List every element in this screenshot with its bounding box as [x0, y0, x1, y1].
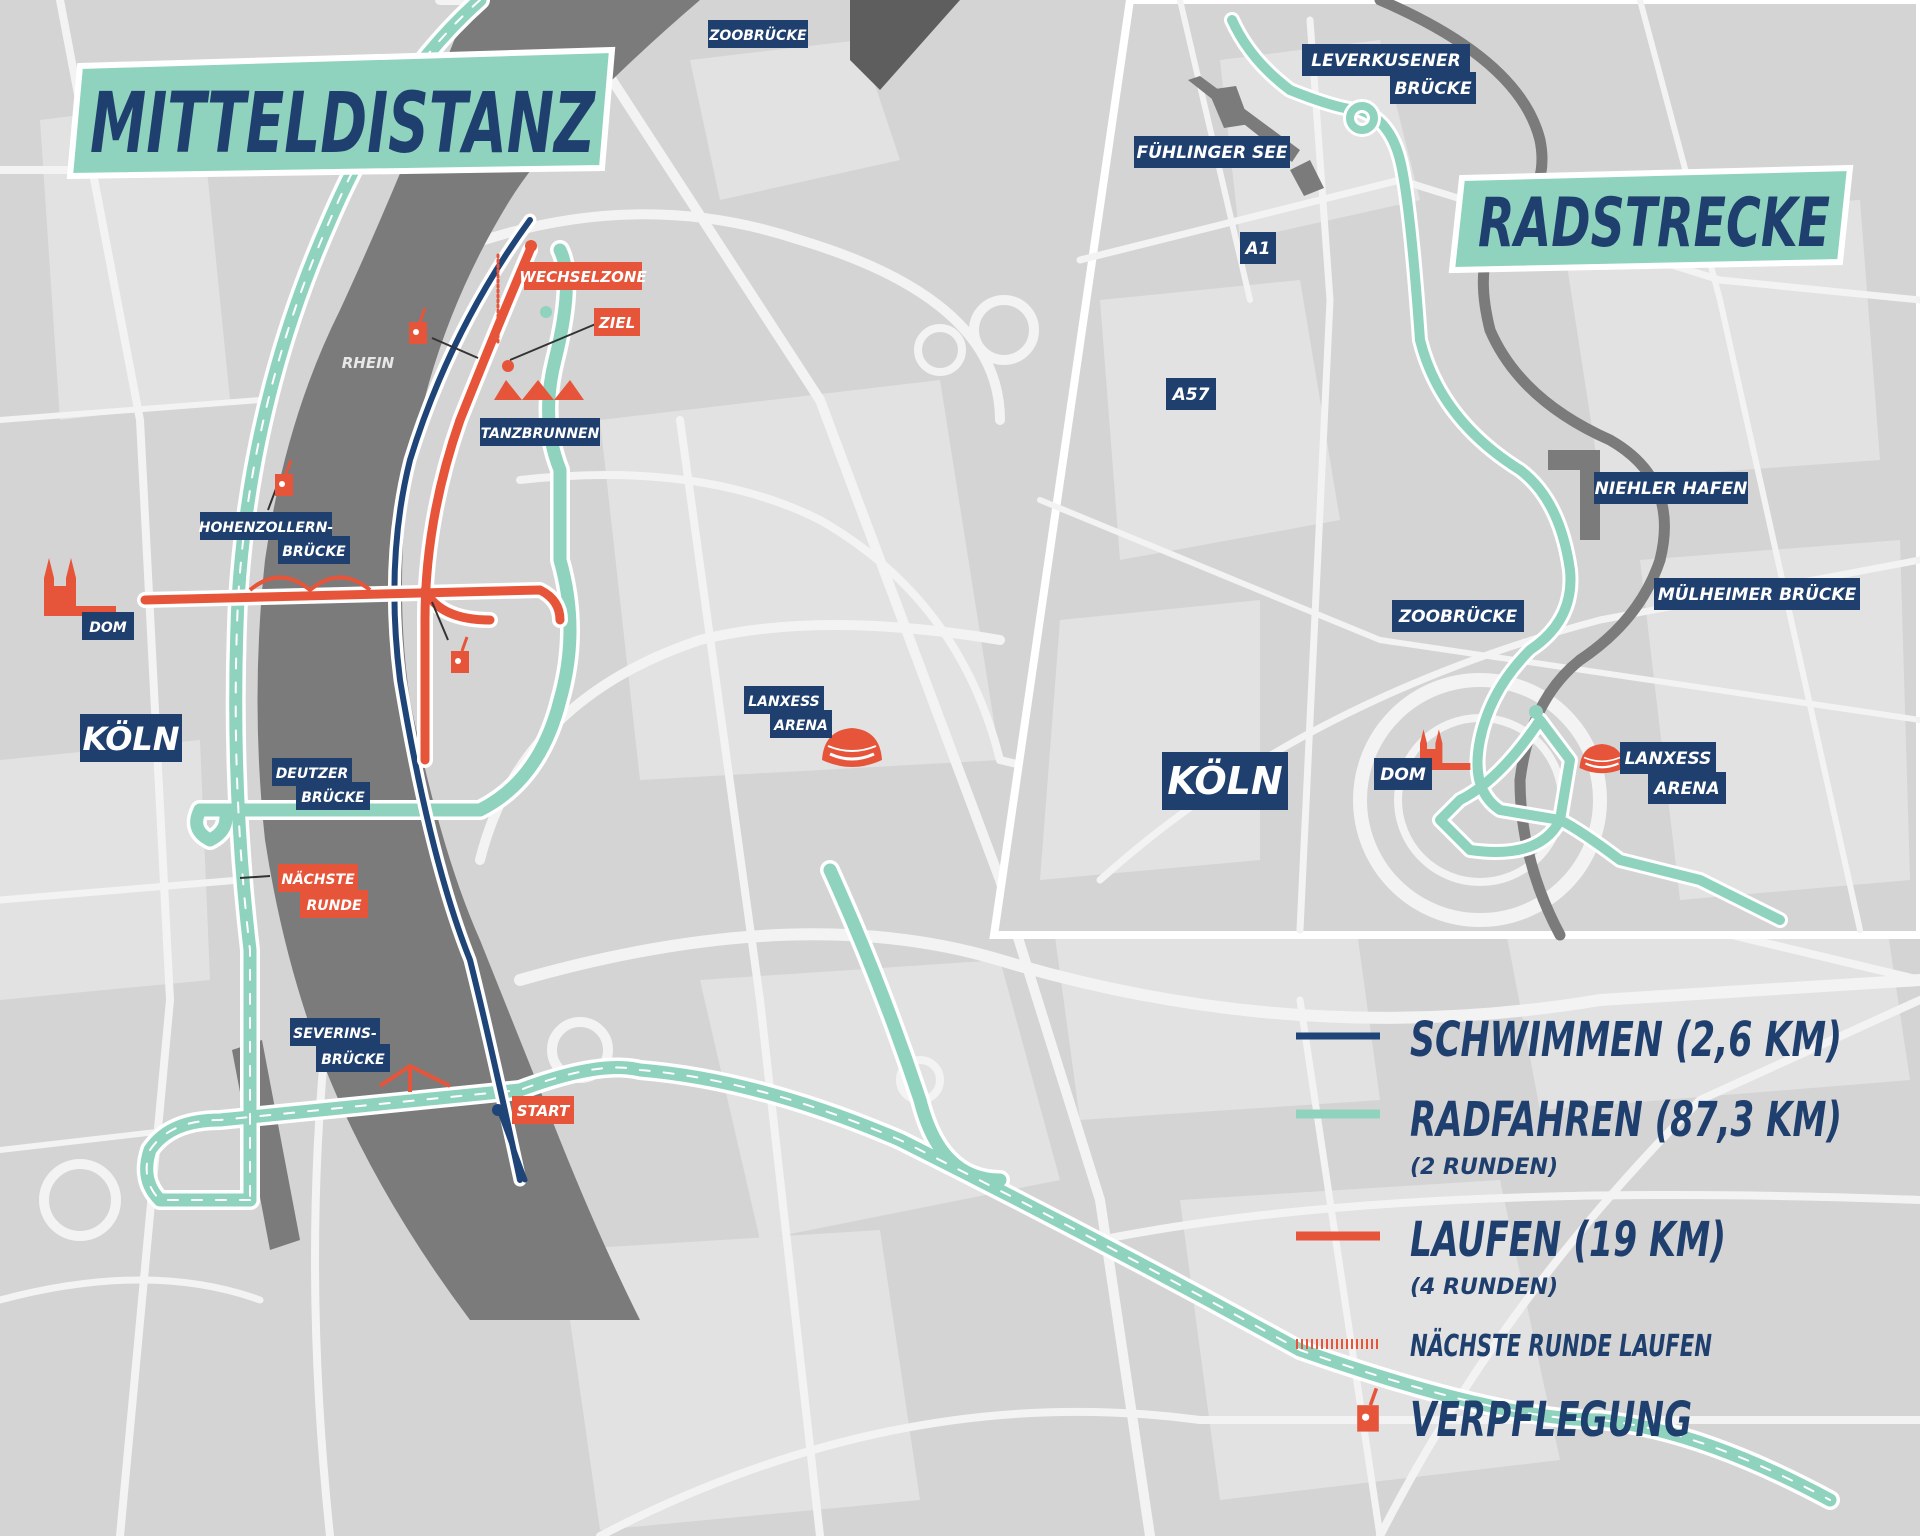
label-text: ZOOBRÜCKE [708, 26, 807, 44]
label-text: START [517, 1102, 571, 1120]
label-text: A57 [1171, 385, 1210, 405]
label-text: KÖLN [82, 720, 179, 758]
inset-label-koeln: KÖLN [1162, 752, 1288, 810]
label-start: START [512, 1096, 574, 1124]
tanzbrunnen-tent-icon [494, 380, 584, 400]
title-mitteldistanz-text: MITTELDISTANZ [90, 74, 596, 172]
title-mitteldistanz: MITTELDISTANZ [66, 46, 616, 180]
inset-map-radstrecke [989, 0, 1920, 941]
inset-label-lanxess-arena: LANXESS ARENA [1620, 742, 1726, 804]
label-lanxess-arena: LANXESS ARENA [744, 686, 832, 738]
label-text: BRÜCKE [1394, 77, 1472, 99]
label-text: BRÜCKE [282, 542, 346, 560]
label-text: ARENA [1652, 779, 1719, 799]
label-text: A1 [1244, 239, 1271, 259]
label-text: LEVERKUSENER [1311, 51, 1460, 71]
label-rhein: RHEIN [342, 354, 395, 372]
label-text: NIEHLER HAFEN [1595, 479, 1748, 499]
title-radstrecke: RADSTRECKE [1448, 164, 1854, 274]
inset-label-a1: A1 [1240, 232, 1276, 264]
legend-next-lap-label: NÄCHSTE RUNDE LAUFEN [1410, 1328, 1712, 1364]
label-text: MÜLHEIMER BRÜCKE [1658, 583, 1857, 605]
inset-label-a57: A57 [1166, 378, 1216, 410]
bridge-icon [248, 575, 451, 1092]
label-text: LANXESS [748, 694, 820, 710]
markers [239, 240, 611, 1116]
run-course [137, 242, 568, 768]
legend-bike-label: RADFAHREN (87,3 KM) [1410, 1092, 1842, 1148]
label-text: DOM [1380, 765, 1426, 785]
label-wechselzone: WECHSELZONE [519, 262, 647, 290]
label-text: BRÜCKE [301, 788, 365, 806]
label-text: KÖLN [1167, 759, 1282, 803]
inset-label-niehler-hafen: NIEHLER HAFEN [1594, 472, 1748, 504]
label-text: SEVERINS- [293, 1026, 377, 1042]
label-text: ZOOBRÜCKE [1398, 605, 1518, 627]
legend-run-sub: (4 RUNDEN) [1410, 1275, 1558, 1300]
label-text: ZIEL [598, 314, 635, 332]
label-text: WECHSELZONE [519, 268, 647, 286]
label-text: DOM [89, 620, 127, 636]
label-dom: DOM [82, 612, 134, 640]
label-ziel: ZIEL [594, 308, 640, 336]
label-tanzbrunnen: TANZBRUNNEN [480, 418, 600, 446]
label-hohenzollern-bruecke: HOHENZOLLERN- BRÜCKE [199, 512, 350, 564]
label-zoobruecke-top: ZOOBRÜCKE [708, 20, 808, 48]
label-text: BRÜCKE [321, 1050, 385, 1068]
swim-course [387, 213, 537, 1187]
inset-label-muelheimer-bruecke: MÜLHEIMER BRÜCKE [1654, 578, 1860, 610]
legend-swim-label: SCHWIMMEN (2,6 KM) [1410, 1012, 1842, 1068]
inset-label-dom: DOM [1374, 758, 1432, 790]
inset-label-zoobruecke: ZOOBRÜCKE [1392, 600, 1524, 632]
label-text: FÜHLINGER SEE [1136, 141, 1287, 163]
legend: SCHWIMMEN (2,6 KM) RADFAHREN (87,3 KM) (… [1296, 1012, 1842, 1448]
label-text: LANXESS [1625, 749, 1712, 769]
label-text: ARENA [773, 718, 828, 734]
rhine-river [257, 0, 700, 1320]
label-severins-bruecke: SEVERINS- BRÜCKE [290, 1018, 390, 1072]
label-naechste-runde: NÄCHSTE RUNDE [278, 864, 368, 918]
legend-bike-sub: (2 RUNDEN) [1410, 1155, 1558, 1180]
label-text: TANZBRUNNEN [481, 426, 600, 442]
legend-aid-label: VERPFLEGUNG [1410, 1392, 1692, 1448]
harbour-top [850, 0, 960, 90]
label-text: RUNDE [306, 898, 361, 914]
legend-run-label: LAUFEN (19 KM) [1410, 1212, 1726, 1268]
inset-label-fuehlinger-see: FÜHLINGER SEE [1134, 136, 1290, 168]
label-text: HOHENZOLLERN- [199, 520, 334, 536]
label-text: NÄCHSTE [281, 871, 355, 888]
label-koeln: KÖLN [80, 714, 182, 762]
inset-label-leverkusener-bruecke: LEVERKUSENER BRÜCKE [1302, 44, 1476, 104]
title-radstrecke-text: RADSTRECKE [1478, 184, 1830, 263]
label-deutzer-bruecke: DEUTZER BRÜCKE [272, 758, 370, 810]
label-text: DEUTZER [276, 766, 349, 782]
